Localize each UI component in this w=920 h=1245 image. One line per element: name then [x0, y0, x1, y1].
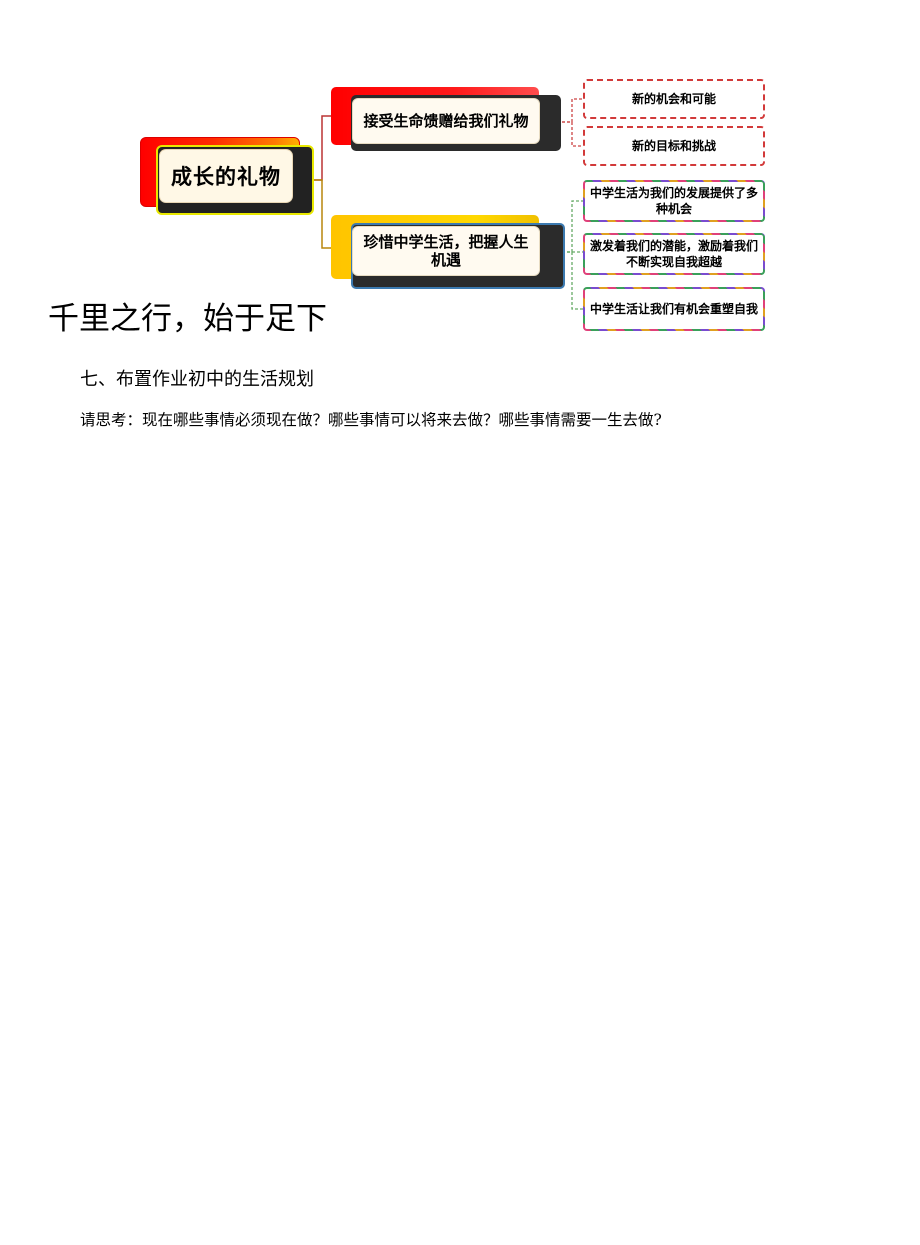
branch-node-gift: 接受生命馈赠给我们礼物 [331, 87, 563, 153]
overlapping-large-text: 千里之行，始于足下 [48, 301, 327, 337]
branch-node-label: 接受生命馈赠给我们礼物 [353, 99, 539, 143]
homework-prompt: 请思考：现在哪些事情必须现在做？哪些事情可以将来去做？哪些事情需要一生去做? [80, 411, 662, 429]
mind-map: 成长的礼物 接受生命馈赠给我们礼物 珍惜中学生活，把握人生机遇 新的机会和可能 … [0, 0, 920, 340]
section-heading: 七、布置作业初中的生活规划 [80, 369, 314, 390]
mind-map-connectors [312, 98, 583, 310]
leaf-node: 新的机会和可能 [583, 79, 765, 119]
leaf-node: 新的目标和挑战 [583, 126, 765, 166]
root-node-label: 成长的礼物 [160, 150, 292, 202]
leaf-node: 激发着我们的潜能，激励着我们不断实现自我超越 [583, 233, 765, 275]
leaf-node: 中学生活为我们的发展提供了多种机会 [583, 180, 765, 222]
leaf-node: 中学生活让我们有机会重塑自我 [583, 287, 765, 331]
branch-node-label: 珍惜中学生活，把握人生机遇 [353, 227, 539, 275]
root-node: 成长的礼物 [140, 137, 314, 215]
branch-node-middle-school: 珍惜中学生活，把握人生机遇 [331, 215, 565, 289]
